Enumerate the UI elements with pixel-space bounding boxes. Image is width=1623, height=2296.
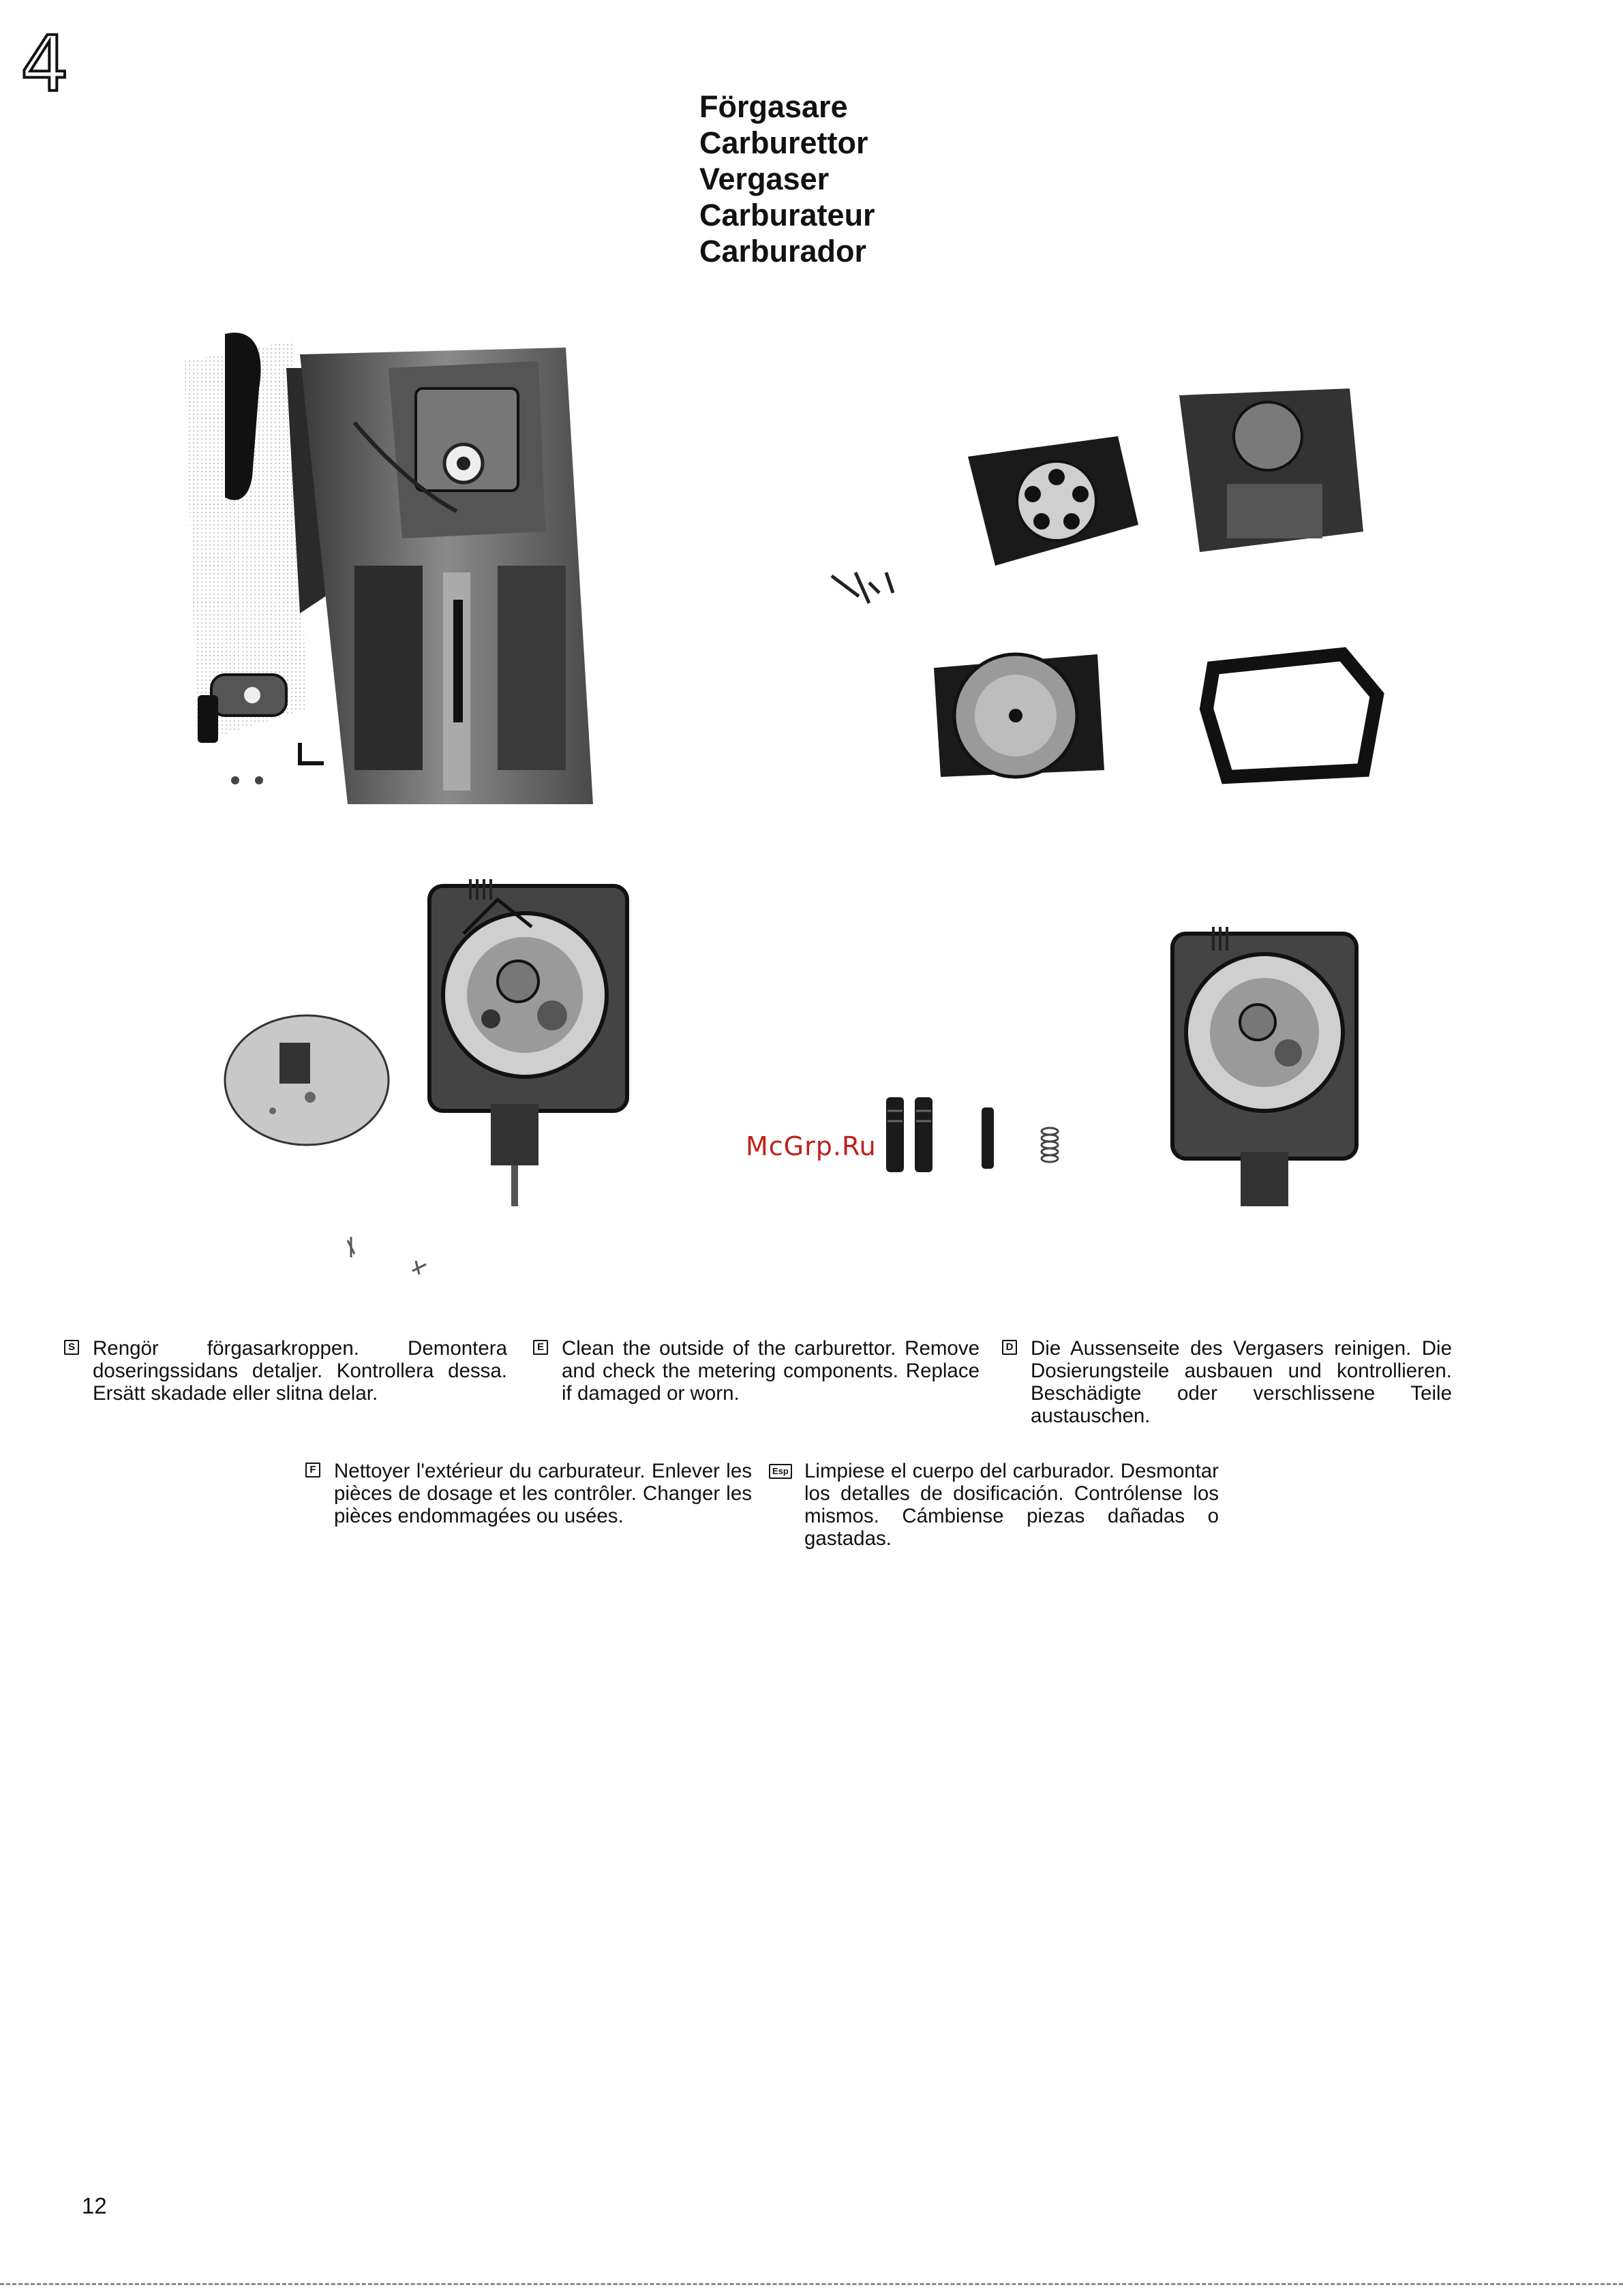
bottom-divider [0,2283,1623,2285]
paragraph-text-german: Die Aussenseite des Vergasers reinigen. … [1031,1337,1452,1427]
section-number: 4 [19,20,70,109]
title-french: Carburateur [699,198,875,232]
paragraph-text-spanish: Limpiese el cuerpo del carburador. Desmo… [804,1460,1219,1550]
language-badge-german: D [1002,1340,1017,1355]
language-badge-french: F [305,1463,320,1478]
paragraph-swedish: S Rengör förgasarkroppen. Demontera dose… [64,1337,507,1412]
title-swedish: Förgasare [699,89,848,124]
metering-cover-and-carburettor-photo [224,879,629,1275]
title-spanish: Carburador [699,234,867,269]
paragraph-text-french: Nettoyer l'extérieur du carburateur. Enl… [334,1460,752,1527]
paragraph-english: E Clean the outside of the carburettor. … [533,1337,980,1412]
paragraph-text-english: Clean the outside of the carburettor. Re… [562,1337,980,1405]
watermark: McGrp.Ru [746,1131,877,1161]
title-block: Förgasare Carburettor Vergaser Carburate… [699,89,986,269]
language-badge-swedish: S [64,1340,79,1355]
paragraph-spanish: Esp Limpiese el cuerpo del carburador. D… [769,1460,1219,1555]
paragraph-german: D Die Aussenseite des Vergasers reinigen… [1002,1337,1452,1439]
chainsaw-carburettor-photo [184,333,593,804]
paragraph-text-swedish: Rengör förgasarkroppen. Demontera doseri… [93,1337,507,1405]
language-badge-spanish: Esp [769,1464,792,1479]
title-german: Vergaser [699,162,830,196]
title-english: Carburettor [699,125,868,160]
page-number: 12 [82,2193,107,2218]
needle-valves-and-carburettor-photo [886,927,1359,1206]
paragraph-french: F Nettoyer l'extérieur du carburateur. E… [305,1460,752,1555]
carburettor-diaphragm-parts-photo [830,388,1384,784]
language-badge-english: E [533,1340,548,1355]
